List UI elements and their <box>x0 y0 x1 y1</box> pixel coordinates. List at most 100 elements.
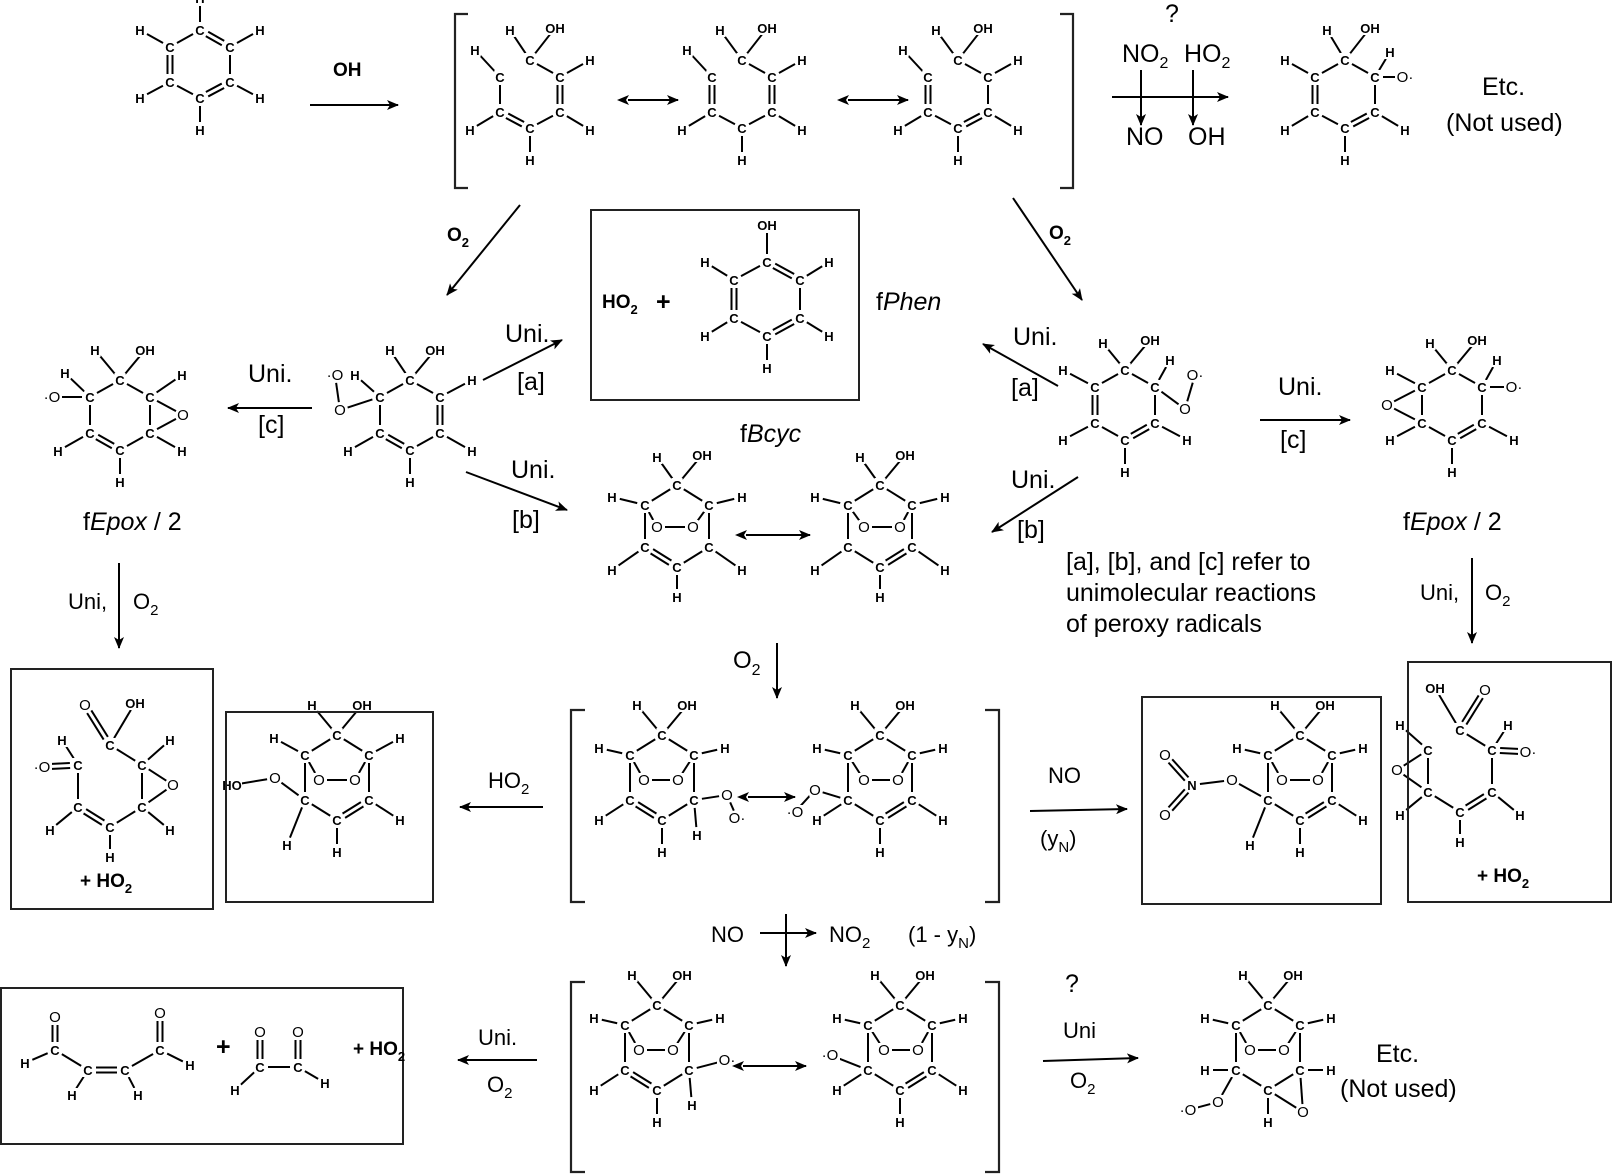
atom-backdrop <box>374 426 386 440</box>
atom-backdrop <box>842 540 854 554</box>
atom-oh: OH <box>352 698 372 713</box>
atom-h: H <box>230 1083 239 1098</box>
atom-c: C <box>652 998 662 1013</box>
atom-backdrop <box>809 563 821 577</box>
atom-h: H <box>1238 968 1247 983</box>
atom-backdrop <box>1339 153 1351 167</box>
atom-backdrop <box>176 368 188 382</box>
atom-backdrop <box>588 1011 600 1025</box>
single-bond <box>446 382 466 395</box>
single-bond <box>683 550 703 564</box>
atom-c: C <box>435 426 445 441</box>
single-bond <box>711 321 728 333</box>
single-bond <box>666 710 683 730</box>
atom-o: ·O <box>34 759 51 776</box>
atom-backdrop <box>1339 53 1351 67</box>
atom-backdrop <box>363 793 375 807</box>
atom-backdrop <box>593 741 605 755</box>
single-bond <box>1330 36 1342 54</box>
single-bond <box>147 744 165 761</box>
atom-backdrop <box>49 1043 61 1057</box>
double-bond <box>887 552 908 566</box>
atom-backdrop <box>524 153 536 167</box>
atom-backdrop <box>125 696 145 710</box>
plus-sign-phenol: + <box>656 288 671 316</box>
atom-backdrop <box>878 1043 890 1057</box>
atom-o: O <box>254 1024 266 1041</box>
atom-o: O <box>858 772 870 789</box>
atom-backdrop <box>728 311 740 325</box>
atom-c: C <box>364 793 374 808</box>
atom-h: H <box>177 444 186 459</box>
atom-backdrop <box>292 1025 304 1039</box>
single-bond <box>446 436 466 448</box>
single-bond <box>668 803 688 817</box>
atom-backdrop <box>1119 465 1131 479</box>
atom-o: O <box>912 1042 924 1059</box>
atom-c: C <box>689 793 699 808</box>
atom-backdrop <box>672 968 692 982</box>
atom-h: H <box>177 368 186 383</box>
atom-backdrop <box>677 698 697 712</box>
atom-o: O· <box>729 810 746 827</box>
atom-backdrop <box>624 793 636 807</box>
double-bond <box>1304 801 1325 815</box>
atom-backdrop <box>862 1063 874 1077</box>
atom-h: H <box>525 153 534 168</box>
fepox-left-label: fEpox / 2 <box>83 508 182 536</box>
oh-product-top: OH <box>1188 123 1226 151</box>
atom-backdrop <box>1149 380 1161 394</box>
atom-backdrop <box>177 408 189 422</box>
atom-c: C <box>640 540 650 555</box>
atom-h: H <box>1280 123 1289 138</box>
single-bond <box>606 748 623 755</box>
atom-o: O <box>638 772 650 789</box>
atom-backdrop <box>334 403 346 417</box>
atom-backdrop <box>915 968 935 982</box>
fepox-right-label: fEpox / 2 <box>1403 508 1502 536</box>
atom-h: H <box>67 1088 76 1103</box>
atom-oh: OH <box>895 698 915 713</box>
epoxy-product-left-box <box>10 668 214 910</box>
b-right-label: [b] <box>1017 516 1045 544</box>
molecule-benzene: CCCCCCHHHHHH <box>134 0 266 138</box>
atom-c: C <box>863 1063 873 1078</box>
atom-backdrop <box>176 444 188 458</box>
atom-h: H <box>20 1056 29 1071</box>
atom-backdrop <box>144 390 156 404</box>
atom-c: C <box>50 1043 60 1058</box>
atom-backdrop <box>1486 743 1498 757</box>
atom-backdrop <box>796 53 808 67</box>
atom-c: C <box>704 498 714 513</box>
single-bond <box>1497 796 1515 811</box>
single-bond <box>663 1073 683 1087</box>
atom-backdrop <box>874 845 886 859</box>
atom-backdrop <box>425 343 445 357</box>
atom-backdrop <box>404 443 416 457</box>
atom-backdrop <box>683 1063 695 1077</box>
atom-c: C <box>555 105 565 120</box>
atom-oh: OH <box>677 698 697 713</box>
atom-c: C <box>843 540 853 555</box>
atom-backdrop <box>132 1088 144 1102</box>
atom-h: H <box>105 850 114 865</box>
o2-bottom-right-label: O2 <box>1070 1068 1095 1098</box>
single-bond <box>166 1052 184 1063</box>
single-bond <box>1279 710 1296 730</box>
atom-backdrop <box>736 121 748 135</box>
atom-h: H <box>1385 433 1394 448</box>
single-bond <box>1321 114 1339 126</box>
atom-backdrop <box>82 1063 94 1077</box>
atom-h: H <box>470 43 479 58</box>
arrow-o2-left <box>446 204 521 296</box>
single-bond <box>636 980 653 1000</box>
single-bond <box>886 738 906 752</box>
atom-h: H <box>45 823 54 838</box>
atom-backdrop <box>434 426 446 440</box>
atom-backdrop <box>691 828 703 842</box>
single-bond <box>820 550 843 567</box>
atom-h: H <box>1385 363 1394 378</box>
atom-c: C <box>1423 743 1433 758</box>
atom-backdrop <box>524 53 536 67</box>
